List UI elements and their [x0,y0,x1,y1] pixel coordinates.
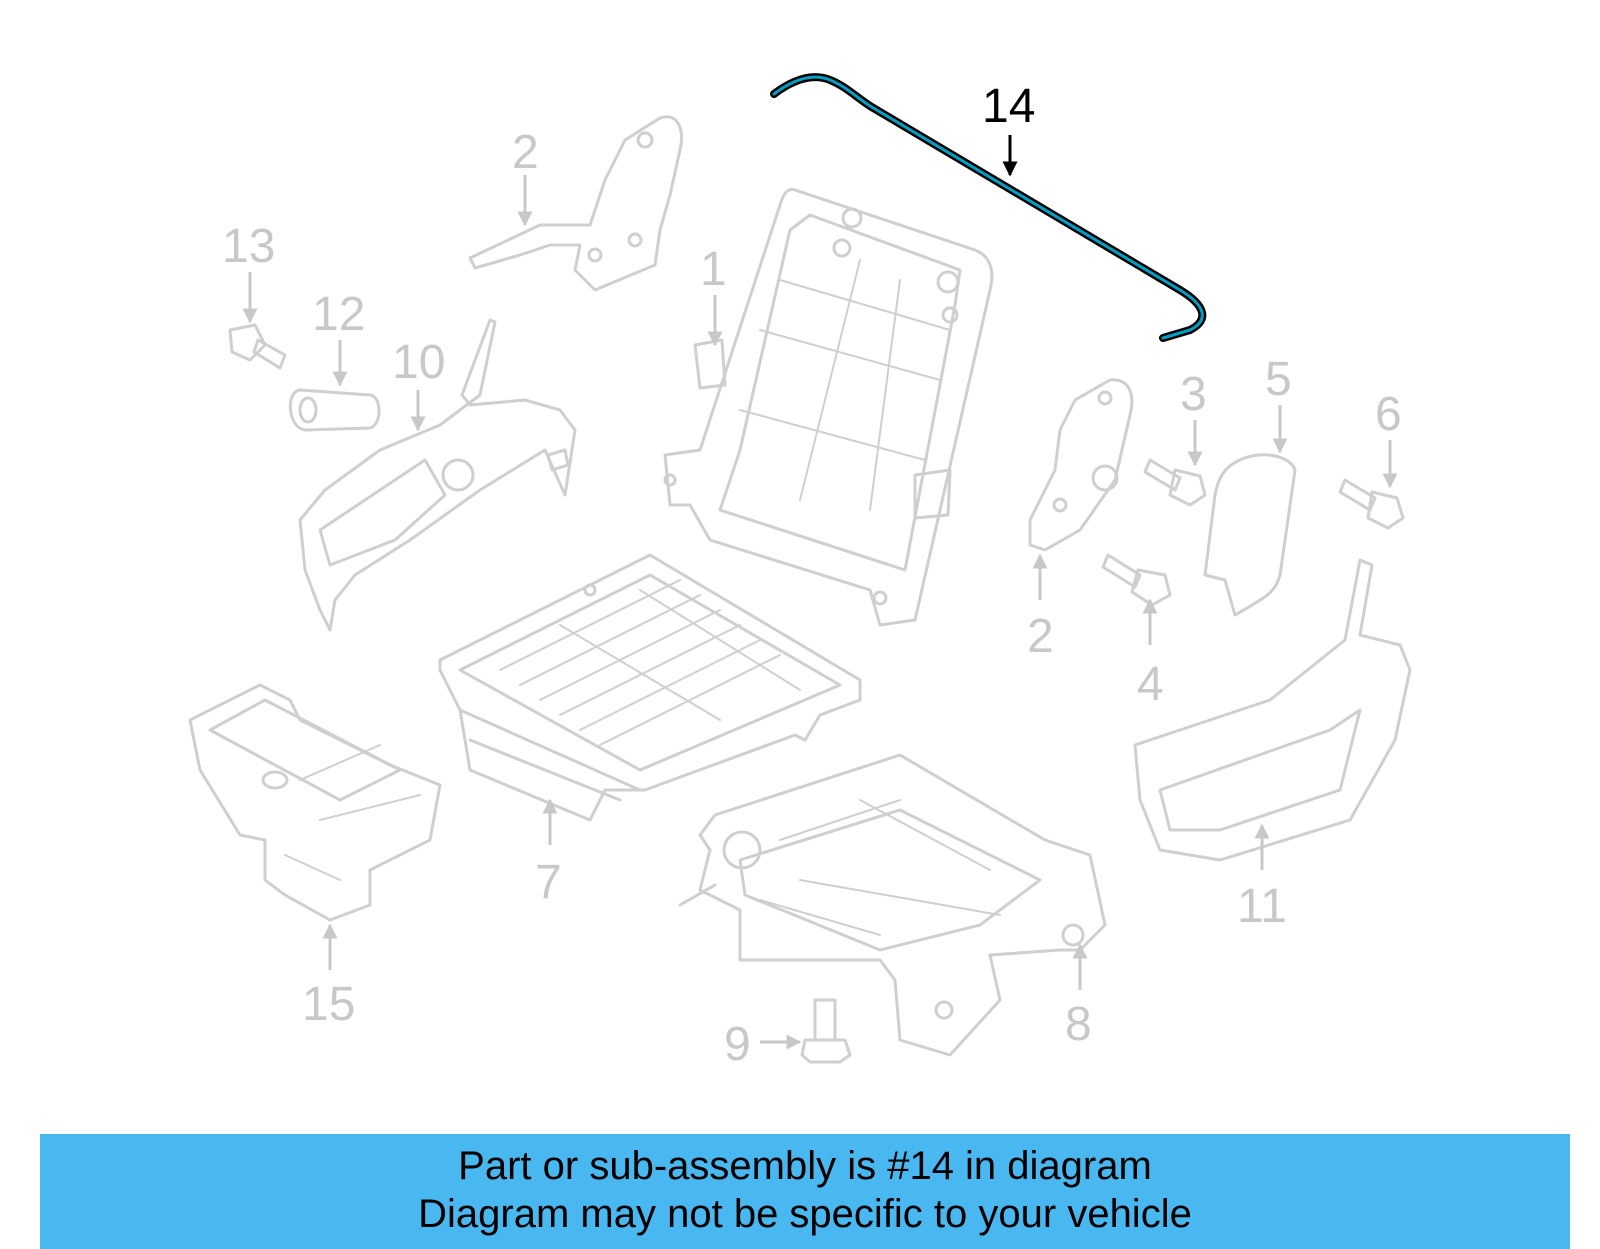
part-3-bolt [1143,458,1207,507]
callout-label-14: 14 [982,80,1035,133]
callout-label-2a: 2 [512,126,539,179]
callout-label-4: 4 [1137,658,1164,711]
part-12-cap [288,388,381,432]
part-2-hinge-bracket-upper [468,115,684,292]
part-2-hinge-bracket-right [1028,378,1134,552]
part-6-bolt [1338,478,1405,530]
callout-label-6: 6 [1375,388,1402,441]
part-14-rod [770,73,1207,342]
callout-label-10: 10 [392,336,445,389]
part-13-bolt [228,323,287,370]
callout-label-9: 9 [724,1018,751,1071]
callout-label-8: 8 [1065,998,1092,1051]
info-banner: Part or sub-assembly is #14 in diagram D… [40,1134,1570,1249]
part-4-bolt [1101,553,1172,607]
part-5-cover [1203,453,1297,617]
callout-label-12: 12 [312,288,365,341]
part-7-cushion-frame [438,553,862,822]
callout-label-13: 13 [222,220,275,273]
part-15-bracket [188,683,442,922]
part-9-bolt [800,998,852,1064]
part-8-base-frame [678,753,1107,1057]
callout-label-3: 3 [1180,368,1207,421]
banner-line-2: Diagram may not be specific to your vehi… [418,1192,1192,1236]
part-11-side-trim [1133,558,1412,862]
part-1-seatback-frame [663,188,994,627]
part-10-side-panel [298,318,577,632]
callout-label-1: 1 [700,243,727,296]
callout-label-2b: 2 [1027,610,1054,663]
callout-label-7: 7 [535,856,562,909]
callout-label-5: 5 [1265,353,1292,406]
seat-parts-diagram: 14 1 2 2 3 [188,73,1412,1071]
callout-label-15: 15 [302,978,355,1031]
banner-line-1: Part or sub-assembly is #14 in diagram [458,1144,1152,1188]
callout-label-11: 11 [1237,880,1287,933]
